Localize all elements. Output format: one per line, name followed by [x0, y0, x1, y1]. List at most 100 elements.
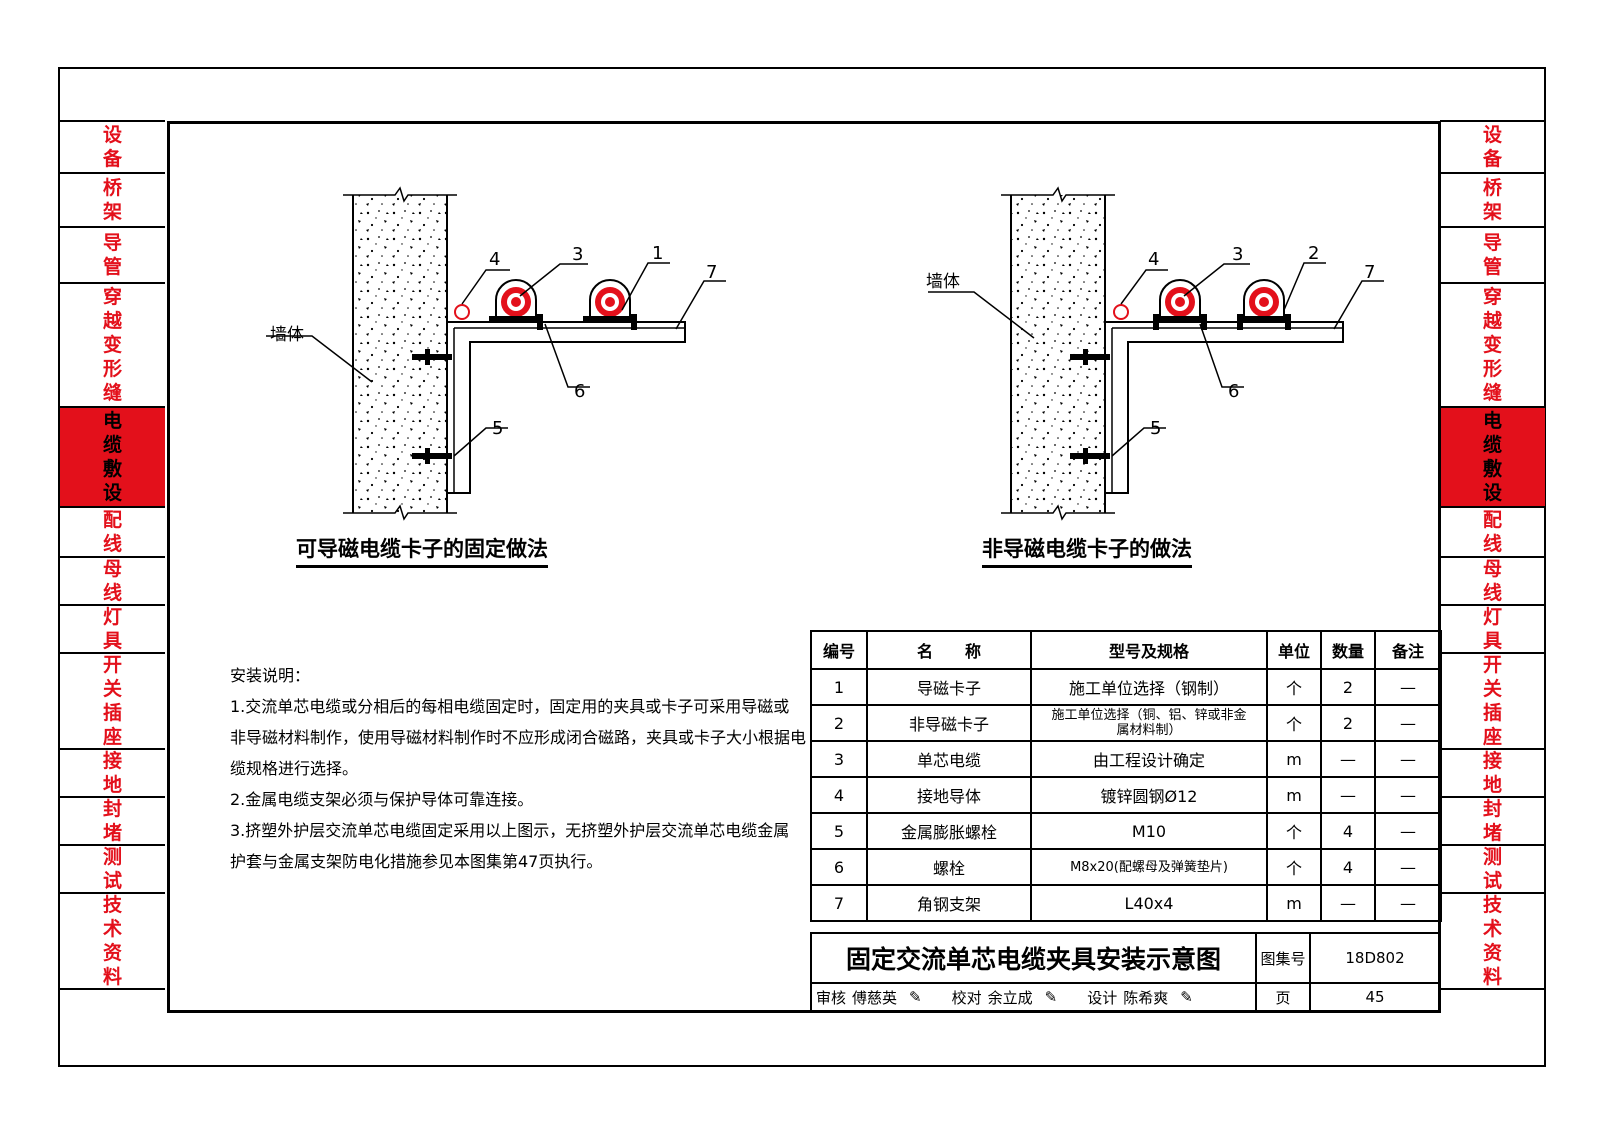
table-cell: 4	[810, 776, 868, 814]
reviewer-signature: ✎	[909, 988, 922, 1006]
table-cell: m	[1266, 776, 1322, 814]
table-cell: 由工程设计确定	[1030, 740, 1268, 778]
side-tab-9[interactable]: 接地	[1440, 748, 1545, 796]
side-tab-4[interactable]: 电缆敷设	[60, 406, 165, 506]
side-tab-12[interactable]: 技术资料	[1440, 892, 1545, 988]
table-cell: 2	[1320, 668, 1376, 706]
review-label: 审核	[816, 988, 847, 1007]
side-tab-7[interactable]: 灯具	[60, 604, 165, 652]
side-tab-label: 配线	[102, 509, 122, 555]
notes-line: 护套与金属支架防电化措施参见本图集第47页执行。	[230, 852, 603, 871]
side-tab-12[interactable]: 技术资料	[60, 892, 165, 988]
side-tab-10[interactable]: 封堵	[60, 796, 165, 844]
side-tab-label: 桥架	[102, 177, 122, 223]
side-tab-8[interactable]: 开关插座	[60, 652, 165, 748]
designer-signature: ✎	[1180, 988, 1193, 1006]
table-cell: —	[1320, 740, 1376, 778]
left-diagram-caption: 可导磁电缆卡子的固定做法	[296, 533, 548, 568]
side-tab-label: 穿越变形缝	[102, 286, 122, 404]
side-tab-6[interactable]: 母线	[60, 556, 165, 604]
side-tab-6[interactable]: 母线	[1440, 556, 1545, 604]
signature-row: 审核 傅慈英 ✎ 校对 余立成 ✎ 设计 陈希爽 ✎	[810, 982, 1257, 1012]
side-tab-11[interactable]: 测试	[60, 844, 165, 892]
notes-heading: 安装说明：	[230, 666, 311, 685]
left-callout-7: 7	[706, 262, 717, 283]
table-cell: 导磁卡子	[866, 668, 1032, 706]
table-cell: 金属膨胀螺栓	[866, 812, 1032, 850]
side-tab-label: 开关插座	[1482, 654, 1502, 748]
drawing-area	[167, 121, 1441, 1013]
side-tab-3[interactable]: 穿越变形缝	[1440, 282, 1545, 406]
notes-line: 1.交流单芯电缆或分相后的每相电缆固定时，固定用的夹具或卡子可采用导磁或	[230, 697, 790, 716]
design-label: 设计	[1087, 988, 1118, 1007]
table-cell: 5	[810, 812, 868, 850]
table-cell: —	[1374, 848, 1442, 886]
side-tab-label: 母线	[1482, 558, 1502, 604]
side-tab-0[interactable]: 设备	[60, 120, 165, 172]
right-callout-2: 2	[1308, 243, 1319, 264]
side-tab-11[interactable]: 测试	[1440, 844, 1545, 892]
right-callout-4: 4	[1148, 249, 1159, 270]
checker-name: 余立成	[987, 988, 1033, 1007]
table-cell: 单芯电缆	[866, 740, 1032, 778]
right-callout-5: 5	[1150, 418, 1161, 439]
side-tab-label: 灯具	[1482, 606, 1502, 652]
left-callout-1: 1	[652, 243, 663, 264]
side-tab-label: 导管	[102, 232, 122, 278]
col-header-spec: 型号及规格	[1030, 630, 1268, 670]
table-cell: 个	[1266, 668, 1322, 706]
side-tab-9[interactable]: 接地	[60, 748, 165, 796]
table-cell: —	[1320, 776, 1376, 814]
designer-name: 陈希爽	[1123, 988, 1169, 1007]
table-cell: 7	[810, 884, 868, 922]
table-cell: —	[1374, 884, 1442, 922]
table-cell: —	[1374, 812, 1442, 850]
side-tab-5[interactable]: 配线	[1440, 506, 1545, 556]
left-diagram: 4 3 1 7 6 5 墙体	[266, 186, 726, 521]
side-tab-3[interactable]: 穿越变形缝	[60, 282, 165, 406]
table-header-row: 编号 名 称 型号及规格 单位 数量 备注	[810, 630, 1442, 670]
col-header-name: 名 称	[866, 630, 1032, 670]
left-callout-5: 5	[492, 418, 503, 439]
col-header-no: 编号	[810, 630, 868, 670]
side-tab-label: 导管	[1482, 232, 1502, 278]
checker-signature: ✎	[1044, 988, 1058, 1006]
right-diagram: 4 3 2 7 6 5 墙体	[926, 186, 1384, 521]
side-tab-label: 技术资料	[1482, 894, 1502, 988]
side-tab-1[interactable]: 桥架	[60, 172, 165, 226]
table-cell: 螺栓	[866, 848, 1032, 886]
side-tab-10[interactable]: 封堵	[1440, 796, 1545, 844]
side-tab-label: 穿越变形缝	[1482, 286, 1502, 404]
side-tab-2[interactable]: 导管	[1440, 226, 1545, 282]
table-cell: —	[1320, 884, 1376, 922]
table-cell: 2	[1320, 704, 1376, 742]
side-tab-5[interactable]: 配线	[60, 506, 165, 556]
check-label: 校对	[951, 988, 982, 1007]
side-tab-0[interactable]: 设备	[1440, 120, 1545, 172]
side-tab-label: 技术资料	[102, 894, 122, 988]
side-tab-7[interactable]: 灯具	[1440, 604, 1545, 652]
side-tab-8[interactable]: 开关插座	[1440, 652, 1545, 748]
atlas-no-label: 图集号	[1255, 932, 1311, 984]
notes-line: 非导磁材料制作，使用导磁材料制作时不应形成闭合磁路，夹具或卡子大小根据电	[230, 728, 807, 747]
table-cell: m	[1266, 740, 1322, 778]
table-cell: —	[1374, 668, 1442, 706]
page-label: 页	[1255, 982, 1311, 1012]
table-cell: L40x4	[1030, 884, 1268, 922]
side-tab-4[interactable]: 电缆敷设	[1440, 406, 1545, 506]
table-cell: 施工单位选择（钢制）	[1030, 668, 1268, 706]
side-tab-label: 接地	[1482, 750, 1502, 796]
table-cell: 1	[810, 668, 868, 706]
left-callout-3: 3	[572, 244, 583, 265]
side-tab-label: 测试	[1482, 846, 1502, 892]
page-number: 45	[1309, 982, 1441, 1012]
side-tab-label: 封堵	[102, 798, 122, 844]
right-callout-3: 3	[1232, 244, 1243, 265]
side-tab-2[interactable]: 导管	[60, 226, 165, 282]
table-cell: M10	[1030, 812, 1268, 850]
side-tab-1[interactable]: 桥架	[1440, 172, 1545, 226]
